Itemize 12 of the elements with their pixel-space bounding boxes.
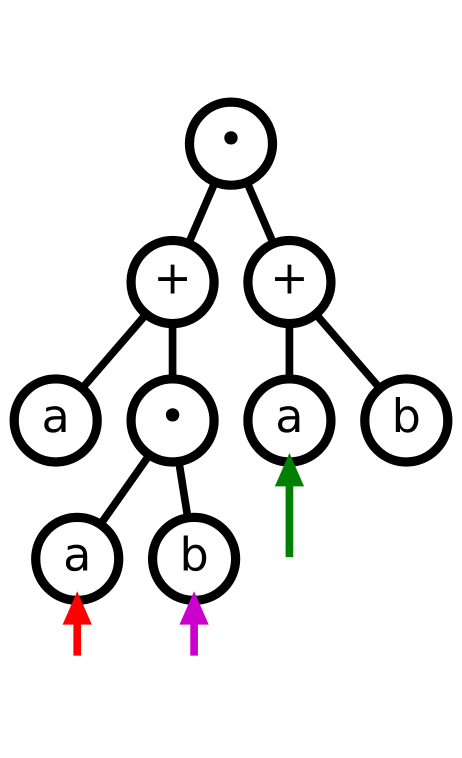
node-circle: + xyxy=(126,235,219,328)
node-circle: b xyxy=(148,512,240,604)
node-circle: a xyxy=(10,374,102,466)
arrow xyxy=(274,452,304,557)
arrow xyxy=(62,590,92,656)
node-circle: b xyxy=(360,374,452,466)
node-circle: a xyxy=(243,374,336,466)
node-circle: + xyxy=(243,235,336,328)
node-circle: • xyxy=(184,97,278,190)
node-circle: a xyxy=(31,512,124,604)
arrow xyxy=(179,590,209,656)
node-circle: • xyxy=(126,374,219,466)
